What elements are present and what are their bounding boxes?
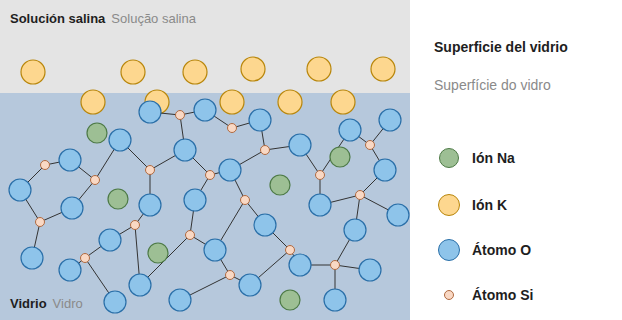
na-ions (87, 123, 350, 310)
legend-text: Ión Na (472, 150, 515, 166)
legend-swatch (439, 148, 459, 168)
legend-swatch (438, 194, 460, 216)
band-label-translation: Solução salina (111, 11, 196, 26)
glass-ground (0, 93, 410, 320)
legend-text: Átomo Si (472, 287, 533, 303)
saline-band: Solución salina Solução salina (0, 0, 410, 93)
band-label: Vidrio (10, 296, 47, 311)
glass-band: Vidrio Vidro (0, 93, 410, 320)
band-label-translation: Vidro (53, 296, 83, 311)
saline-ground (0, 0, 410, 93)
legend-text: Ión K (472, 197, 507, 213)
band-label-row: Solución salina Solução salina (10, 9, 196, 27)
legend-swatch (438, 239, 460, 261)
si-atoms (36, 111, 375, 280)
surface-label-translation: Superfície do vidro (434, 76, 551, 94)
band-label-row: Vidrio Vidro (10, 294, 83, 312)
si-o-bonds (20, 110, 398, 302)
legend-swatch (444, 290, 454, 300)
o-atoms (9, 99, 409, 313)
surface-label: Superficie del vidrio (434, 38, 584, 56)
band-label: Solución salina (10, 11, 105, 26)
legend-text: Átomo O (472, 242, 531, 258)
